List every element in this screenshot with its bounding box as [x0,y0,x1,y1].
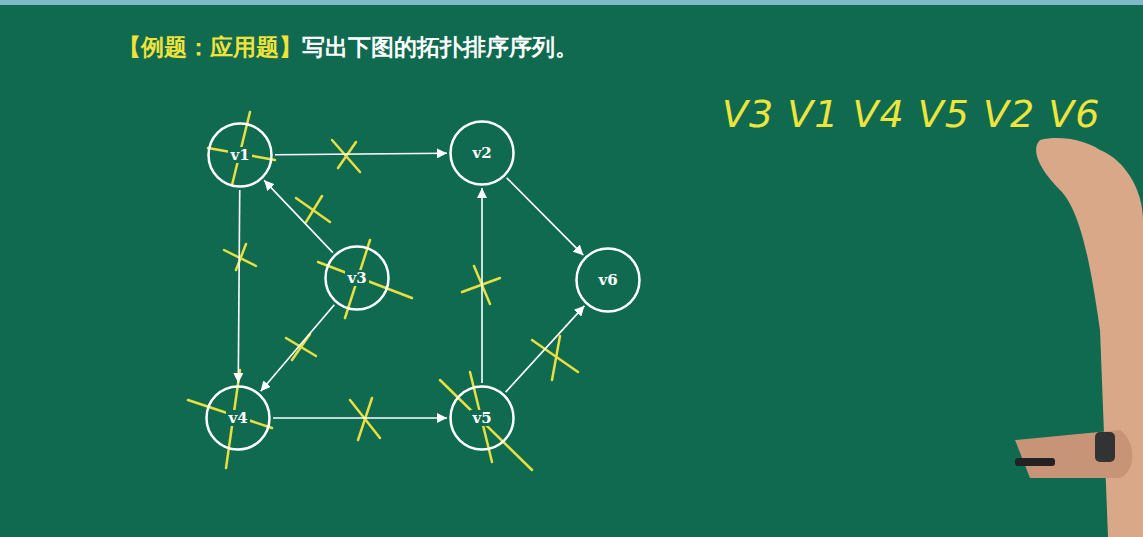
arc-arrow [261,305,335,392]
vertex-label: v3 [345,270,368,287]
example-tag: 【例题：应用题】 [118,32,302,63]
vertex-label: v6 [596,272,619,289]
vertex-label: v2 [470,145,493,162]
arc-arrow [507,178,584,255]
vertex-circle: v5 [449,385,515,451]
arc-arrow [273,417,447,419]
top-strip [0,0,1143,5]
arc-arrow [506,306,585,392]
heading: 【例题：应用题】写出下图的拓扑排序序列。 [118,32,578,63]
presenter-hand [1015,138,1143,537]
arc-arrow [264,180,333,252]
vertex-label: v1 [228,147,251,164]
arc-arrow [238,190,239,383]
vertex-label: v5 [470,410,493,427]
handwritten-answer: V3 V1 V4 V5 V2 V6 [722,92,1100,136]
arc-arrow [481,188,483,383]
question-title: 写出下图的拓扑排序序列。 [302,32,578,63]
cross-marks [188,112,578,470]
arc-arrow [275,153,447,154]
vertex-circle: v1 [207,122,273,188]
vertex-circle: v3 [324,245,390,311]
vertex-circle: v6 [575,247,641,313]
vertex-label: v4 [226,410,249,427]
vertex-circle: v4 [205,385,271,451]
vertex-circle: v2 [449,120,515,186]
